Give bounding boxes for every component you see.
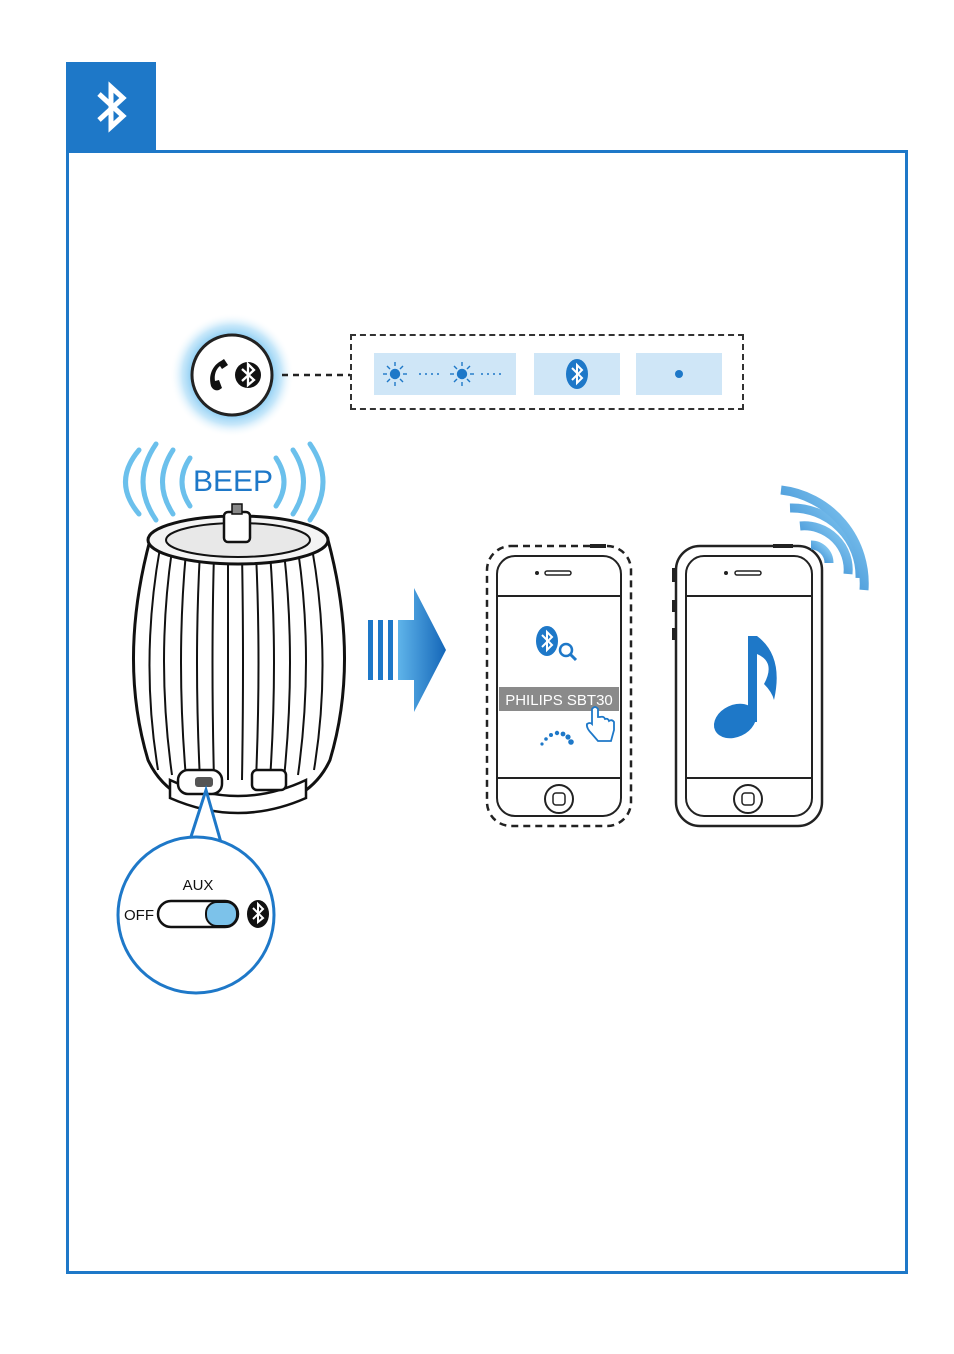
sound-waves-left <box>126 444 191 520</box>
bluetooth-icon <box>534 353 620 395</box>
aux-label: AUX <box>183 877 214 894</box>
playing-phone <box>672 544 822 826</box>
indicator-bluetooth <box>534 353 620 395</box>
flow-arrow <box>368 588 446 712</box>
beep-text: BEEP <box>193 465 273 498</box>
blink-icon <box>374 353 516 395</box>
pairing-phone: PHILIPS SBT30 <box>487 544 631 826</box>
speaker-device <box>133 504 344 813</box>
phone-bluetooth-button <box>170 313 294 437</box>
dot-icon <box>636 353 722 395</box>
device-name[interactable]: PHILIPS SBT30 <box>505 692 613 709</box>
sound-waves-right <box>276 444 323 520</box>
indicator-blink <box>374 353 516 395</box>
bluetooth-icon <box>235 362 261 388</box>
mode-switch-knob <box>206 902 237 926</box>
indicator-steady <box>636 353 722 395</box>
indicator-states <box>350 334 744 410</box>
switch-callout: AUX OFF <box>118 790 274 993</box>
bluetooth-icon <box>247 900 269 928</box>
off-label: OFF <box>124 907 154 924</box>
